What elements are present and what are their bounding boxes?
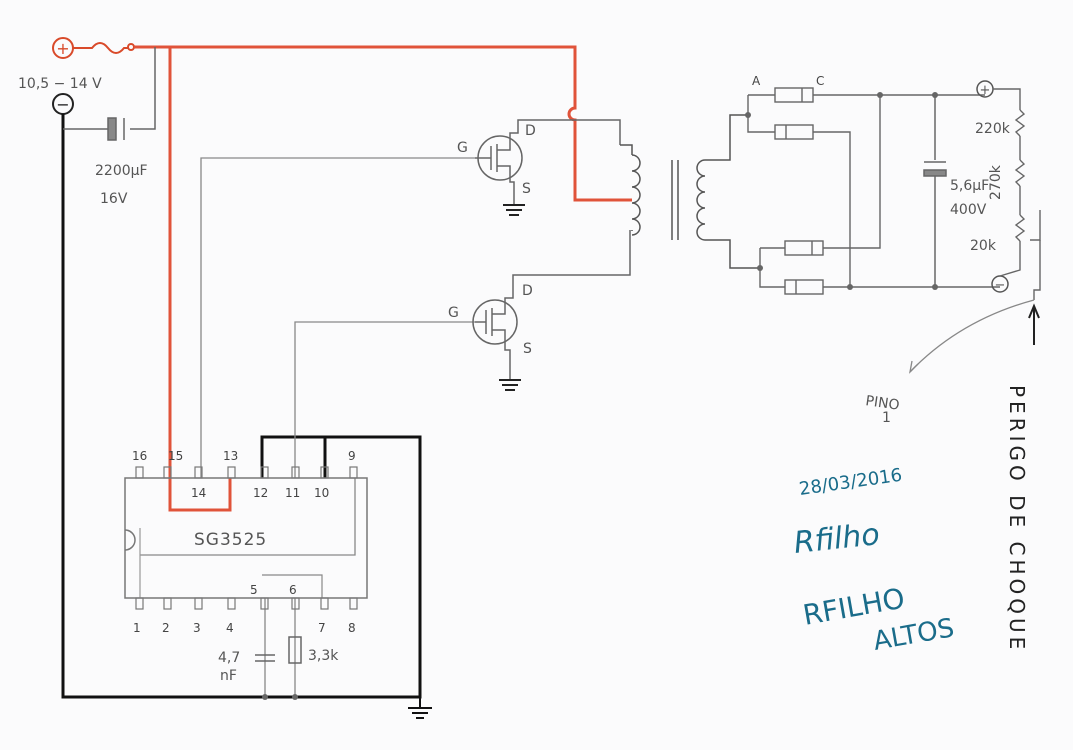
output-capacitor-value: 5,6µF bbox=[950, 178, 989, 194]
feedback-divider bbox=[993, 88, 1041, 300]
mosfet-upper-source-label: S bbox=[522, 181, 531, 197]
pin-1-label: 1 bbox=[133, 621, 141, 635]
pin-8-label: 8 bbox=[348, 621, 356, 635]
sg3525-chip-body bbox=[124, 477, 368, 599]
sg3525-chip-label: SG3525 bbox=[194, 530, 267, 550]
sg3525-pin-stubs bbox=[135, 466, 358, 610]
mosfet-lower-gate-label: G bbox=[448, 305, 459, 321]
output-negative-symbol: − bbox=[995, 278, 1006, 293]
timing-capacitor-value: 4,7 bbox=[218, 650, 240, 666]
timing-node-right bbox=[292, 694, 298, 700]
input-capacitor-rating: 16V bbox=[100, 191, 128, 207]
pin-6-label: 6 bbox=[289, 583, 297, 597]
bridge-node-c bbox=[877, 92, 883, 98]
gate-drive-wiring bbox=[140, 157, 475, 697]
output-cap-node-bottom bbox=[932, 284, 938, 290]
output-capacitor-rating: 400V bbox=[950, 202, 987, 218]
main-ground-symbol bbox=[408, 697, 432, 719]
sg3525-internal-box bbox=[262, 574, 323, 598]
timing-node-left bbox=[262, 694, 268, 700]
pin-9-label: 9 bbox=[348, 449, 356, 463]
bridge-node-d bbox=[847, 284, 853, 290]
resistor-270k-label: 270k bbox=[988, 164, 1004, 200]
pin-15-label: 15 bbox=[168, 449, 183, 463]
mosfet-upper bbox=[475, 119, 621, 205]
pin-12-to-ground bbox=[260, 435, 327, 478]
mosfet-upper-ground-symbol bbox=[503, 204, 525, 216]
timing-capacitor-unit: nF bbox=[220, 668, 237, 684]
input-capacitor bbox=[63, 47, 156, 141]
pin-13-label: 13 bbox=[223, 449, 238, 463]
mosfet-upper-drain-label: D bbox=[525, 123, 536, 139]
mosfet-lower bbox=[472, 230, 631, 380]
mosfet-lower-ground-symbol bbox=[499, 379, 521, 391]
timing-resistor bbox=[288, 636, 302, 664]
mosfet-lower-drain-label: D bbox=[522, 283, 533, 299]
resistor-220k-label: 220k bbox=[975, 121, 1011, 137]
pin-2-label: 2 bbox=[162, 621, 170, 635]
mosfet-upper-gate-label: G bbox=[457, 140, 468, 156]
mosfet-lower-source-label: S bbox=[523, 341, 532, 357]
output-capacitor bbox=[923, 95, 947, 287]
pin-10-label: 10 bbox=[314, 486, 329, 500]
output-positive-symbol: + bbox=[980, 83, 991, 98]
pin-11-label: 11 bbox=[285, 486, 300, 500]
pin-16-label: 16 bbox=[132, 449, 147, 463]
timing-capacitor bbox=[255, 654, 275, 662]
bridge-node-a bbox=[745, 112, 751, 118]
diode-cathode-label: C bbox=[816, 74, 824, 88]
positive-supply-symbol: + bbox=[56, 39, 69, 58]
pin-note-number: 1 bbox=[882, 410, 891, 426]
pin-12-label: 12 bbox=[253, 486, 268, 500]
diode-anode-label: A bbox=[752, 74, 761, 88]
pin-14-label: 14 bbox=[191, 486, 206, 500]
sg3525-chip-notch bbox=[124, 529, 136, 551]
pin-3-label: 3 bbox=[193, 621, 201, 635]
shock-warning: PERIGO DE CHOQUE bbox=[1005, 385, 1029, 653]
pin-4-label: 4 bbox=[226, 621, 234, 635]
output-cap-node-top bbox=[932, 92, 938, 98]
negative-supply-symbol: − bbox=[56, 95, 69, 114]
pin-note-arrow bbox=[909, 299, 1035, 373]
transformer bbox=[620, 114, 760, 269]
supply-voltage-label: 10,5 − 14 V bbox=[18, 76, 102, 92]
pin-note-label: PINO bbox=[864, 393, 900, 414]
pin-5-label: 5 bbox=[250, 583, 258, 597]
bridge-node-b bbox=[757, 265, 763, 271]
warning-arrow-head bbox=[1028, 303, 1040, 319]
pin-note-arrow-head bbox=[908, 360, 919, 374]
trimmer-20k-label: 20k bbox=[970, 238, 997, 254]
input-capacitor-value: 2200µF bbox=[95, 163, 148, 179]
timing-resistor-value: 3,3k bbox=[308, 648, 339, 664]
fuse bbox=[73, 42, 128, 54]
pin-7-label: 7 bbox=[318, 621, 326, 635]
